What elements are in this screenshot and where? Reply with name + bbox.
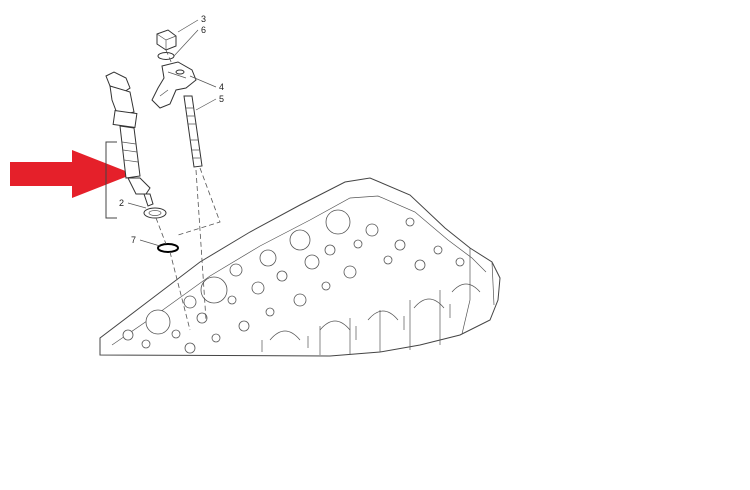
clamp-stud xyxy=(183,95,203,168)
injector xyxy=(105,71,154,207)
callout-2: 2 xyxy=(119,198,124,208)
callout-4: 4 xyxy=(219,82,224,92)
callout-5: 5 xyxy=(219,94,224,104)
clamp-bolt xyxy=(156,29,177,60)
red-arrow-indicator xyxy=(10,150,133,198)
assembly-guide-lines xyxy=(155,49,221,331)
sealing-washer xyxy=(143,207,167,219)
callout-6: 6 xyxy=(201,25,206,35)
callout-3: 3 xyxy=(201,14,206,24)
o-ring xyxy=(157,243,179,253)
callout-leaders xyxy=(127,19,217,247)
cylinder-head xyxy=(99,177,501,357)
callout-7: 7 xyxy=(131,235,136,245)
injector-clamp xyxy=(151,61,197,109)
assembly-bracket xyxy=(105,141,117,219)
